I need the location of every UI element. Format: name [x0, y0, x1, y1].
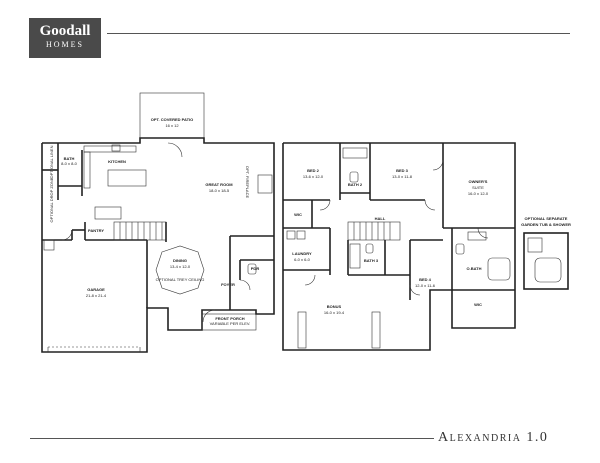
owners-wic-label: WIC	[474, 302, 482, 307]
owners-size: 16-0 x 12-0	[468, 191, 489, 196]
owner-tub	[487, 257, 511, 281]
plan-title: Alexandria 1.0	[438, 430, 549, 445]
kitchen-island	[107, 169, 147, 187]
optional-tub-inset	[523, 232, 569, 290]
optional-tub-title-2: GARDEN TUB & SHOWER	[521, 222, 571, 227]
dining-size: 13-4 x 12-0	[170, 264, 191, 269]
optional-shower	[527, 237, 543, 253]
dining-tray-octagon	[155, 245, 205, 295]
bath3-label: BATH 3	[364, 258, 379, 263]
optional-tub-title-1: OPTIONAL SEPARATE	[525, 216, 568, 221]
pdr-label: PDR	[251, 266, 260, 271]
owners-label: OWNER'S	[469, 179, 488, 184]
bed4-label: BED 4	[419, 277, 432, 282]
pdr-toilet	[247, 263, 257, 275]
optional-drop-zone-label: OPTIONAL DROP ZONE	[49, 177, 54, 222]
laundry-label: LAUNDRY	[292, 251, 312, 256]
bath-label: BATH	[64, 156, 75, 161]
patio-size: 16 x 12	[165, 123, 179, 128]
optional-tray-label: OPTIONAL TREY CEILING	[156, 277, 205, 282]
foyer-label: FOYER	[221, 282, 235, 287]
brand-logo: Goodall HOMES	[29, 18, 101, 58]
bed4-size: 12-0 x 11-6	[415, 283, 436, 288]
hall-label: HALL	[375, 216, 386, 221]
second-floor-plan	[282, 142, 516, 351]
bed2-size: 13-6 x 12-0	[303, 174, 324, 179]
logo-sub: HOMES	[45, 40, 84, 49]
first-floor-outline	[41, 137, 275, 353]
front-porch-note: VARIABLE PER ELEV.	[210, 321, 251, 326]
great-room-size: 18-0 x 18-5	[209, 188, 230, 193]
front-porch-label: FRONT PORCH	[215, 316, 244, 321]
wic-label: WIC	[294, 212, 302, 217]
obath-label: O.BATH	[466, 266, 481, 271]
bath2-label: BATH 2	[348, 182, 363, 187]
great-room-label: GREAT ROOM	[205, 182, 233, 187]
pantry-label: PANTRY	[88, 228, 104, 233]
bonus-label: BONUS	[327, 304, 342, 309]
dining-label: DINING	[173, 258, 187, 263]
pantry-box	[94, 206, 122, 220]
bonus-size: 16-0 x 19-4	[324, 310, 345, 315]
optional-linen-label: OPTIONAL LINEN	[49, 145, 54, 178]
patio-outline	[139, 92, 205, 139]
bath2-tub	[342, 147, 368, 159]
fireplace-box	[257, 174, 273, 194]
garage-label: GARAGE	[87, 287, 105, 292]
laundry-size: 6-0 x 6-0	[294, 257, 311, 262]
kitchen-counter-top	[83, 145, 137, 153]
bed2-label: BED 2	[307, 168, 320, 173]
patio-label: OPT. COVERED PATIO	[151, 117, 194, 122]
kitchen-counter-side	[83, 151, 91, 189]
fireplace-label: OPT. FIREPLACE	[245, 166, 250, 199]
front-porch-outline	[201, 313, 257, 331]
bed3-label: BED 3	[396, 168, 409, 173]
logo-brand: Goodall	[39, 23, 91, 39]
garage-size: 21-8 x 21-4	[86, 293, 107, 298]
owners-sub: SUITE	[472, 185, 484, 190]
bed3-size: 13-0 x 11-8	[392, 174, 413, 179]
first-floor-plan	[41, 92, 275, 353]
optional-garden-tub	[534, 257, 562, 283]
bath3-tub	[349, 243, 361, 269]
footer-rule	[30, 438, 434, 439]
header-rule	[107, 33, 570, 34]
kitchen-label: KITCHEN	[108, 159, 126, 164]
optional-tub-outline	[523, 232, 569, 290]
first-floor-stairs	[113, 221, 167, 241]
bath-size: 8-0 x 8-0	[61, 161, 78, 166]
second-floor-stairs	[347, 221, 401, 241]
